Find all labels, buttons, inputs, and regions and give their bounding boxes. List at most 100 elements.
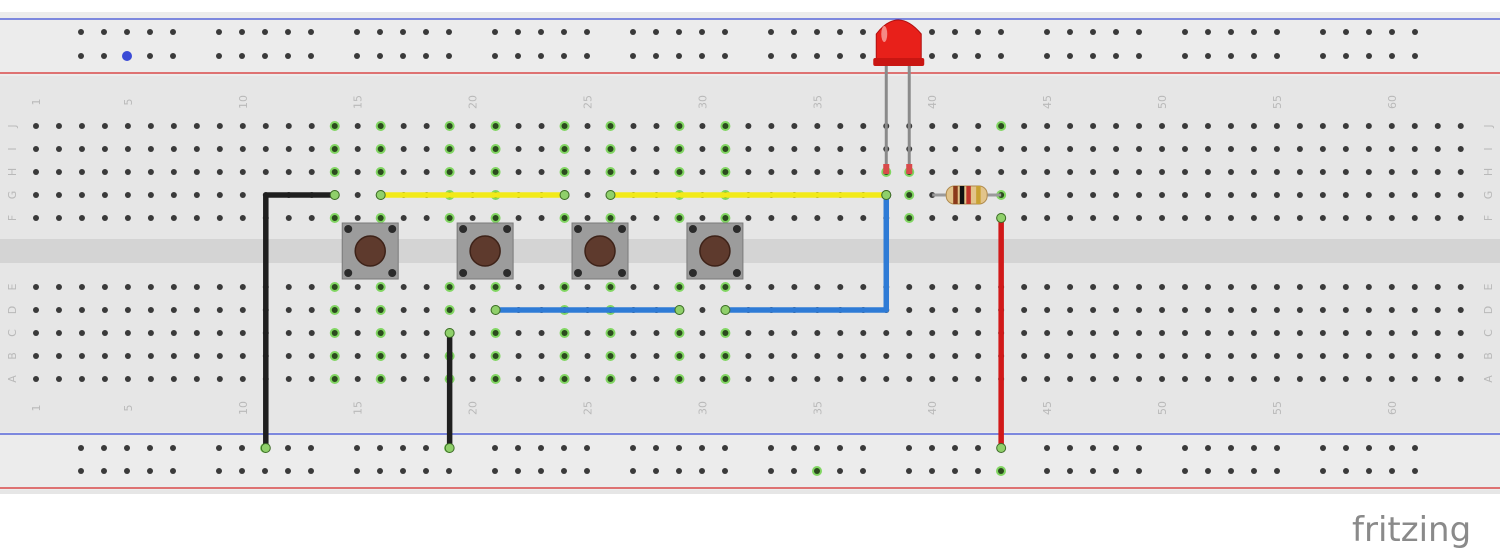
hole <box>78 376 85 382</box>
hole <box>561 376 568 382</box>
hole <box>124 445 130 451</box>
hole <box>492 376 499 382</box>
hole <box>423 284 430 290</box>
hole <box>423 146 430 152</box>
hole <box>1044 307 1051 313</box>
wire-endpoint[interactable] <box>720 305 731 315</box>
hole <box>906 215 913 221</box>
wire-endpoint[interactable] <box>490 305 501 315</box>
hole <box>630 53 636 59</box>
row-letter: G <box>6 191 19 200</box>
led[interactable] <box>873 19 925 174</box>
wire-endpoint[interactable] <box>559 190 570 200</box>
hole <box>55 169 62 175</box>
hole <box>1342 123 1349 129</box>
hole <box>653 53 659 59</box>
hole <box>492 53 498 59</box>
resistor[interactable] <box>932 185 1002 205</box>
hole <box>1411 376 1418 382</box>
hole <box>331 376 338 382</box>
hole <box>262 468 268 474</box>
hole <box>1388 376 1395 382</box>
hole <box>55 307 62 313</box>
hole <box>1457 330 1464 336</box>
hole <box>1182 215 1188 221</box>
hole <box>1227 353 1234 359</box>
wire-endpoint[interactable] <box>444 328 455 338</box>
wire-endpoint[interactable] <box>375 190 386 200</box>
hole <box>239 215 246 221</box>
hole <box>1365 215 1372 221</box>
column-number: 20 <box>467 95 480 109</box>
hole <box>1434 376 1441 382</box>
wire-endpoint[interactable] <box>996 443 1007 453</box>
hole <box>1250 353 1257 359</box>
hole <box>515 376 522 382</box>
push-button[interactable] <box>341 222 399 280</box>
wire-black-left[interactable] <box>263 192 338 451</box>
hole <box>1021 307 1028 313</box>
hole <box>1228 445 1234 451</box>
hole <box>1434 146 1441 152</box>
hole <box>584 468 590 474</box>
hole <box>1320 445 1326 451</box>
hole <box>1274 29 1280 35</box>
hole <box>584 169 591 175</box>
column-number: 1 <box>30 405 43 412</box>
hole <box>860 353 867 359</box>
hole <box>55 376 62 382</box>
hole <box>837 330 844 336</box>
hole <box>1182 445 1188 451</box>
hole <box>1044 468 1050 474</box>
hole <box>814 445 820 451</box>
column-number: 25 <box>582 401 595 415</box>
hole <box>1204 353 1211 359</box>
hole <box>791 53 797 59</box>
hole <box>216 376 223 382</box>
push-button[interactable] <box>686 222 744 280</box>
hole <box>952 169 959 175</box>
hole <box>1113 123 1120 129</box>
hole <box>1205 445 1211 451</box>
row-letter: A <box>1482 375 1495 383</box>
hole <box>1204 123 1211 129</box>
hole <box>653 123 660 129</box>
hole <box>630 169 637 175</box>
hole <box>1251 29 1257 35</box>
hole <box>78 307 85 313</box>
hole <box>78 445 84 451</box>
push-button[interactable] <box>456 222 514 280</box>
hole <box>975 169 982 175</box>
push-button[interactable] <box>571 222 629 280</box>
hole <box>1090 445 1096 451</box>
hole <box>722 215 729 221</box>
hole <box>239 53 245 59</box>
hole <box>1388 192 1395 198</box>
wire-blue-right[interactable] <box>722 192 890 313</box>
hole <box>101 192 108 198</box>
hole <box>1319 307 1326 313</box>
wire-endpoint[interactable] <box>881 190 892 200</box>
hole <box>1182 307 1188 313</box>
hole <box>653 330 660 336</box>
hole <box>745 353 752 359</box>
wire-endpoint[interactable] <box>674 305 685 315</box>
hole <box>400 445 406 451</box>
hole <box>354 330 361 336</box>
wire-endpoint[interactable] <box>329 190 340 200</box>
hole <box>1411 215 1418 221</box>
wire-endpoint[interactable] <box>605 190 616 200</box>
hole <box>124 169 131 175</box>
hole <box>78 192 85 198</box>
hole <box>1067 192 1074 198</box>
hole <box>1182 123 1188 129</box>
wire-endpoint[interactable] <box>444 443 455 453</box>
hole <box>1342 330 1349 336</box>
wire-endpoint[interactable] <box>260 443 271 453</box>
hole <box>1159 146 1166 152</box>
hole <box>584 215 591 221</box>
wire-endpoint[interactable] <box>996 213 1007 223</box>
hole <box>1227 284 1234 290</box>
hole <box>1365 146 1372 152</box>
column-number: 55 <box>1271 95 1284 109</box>
